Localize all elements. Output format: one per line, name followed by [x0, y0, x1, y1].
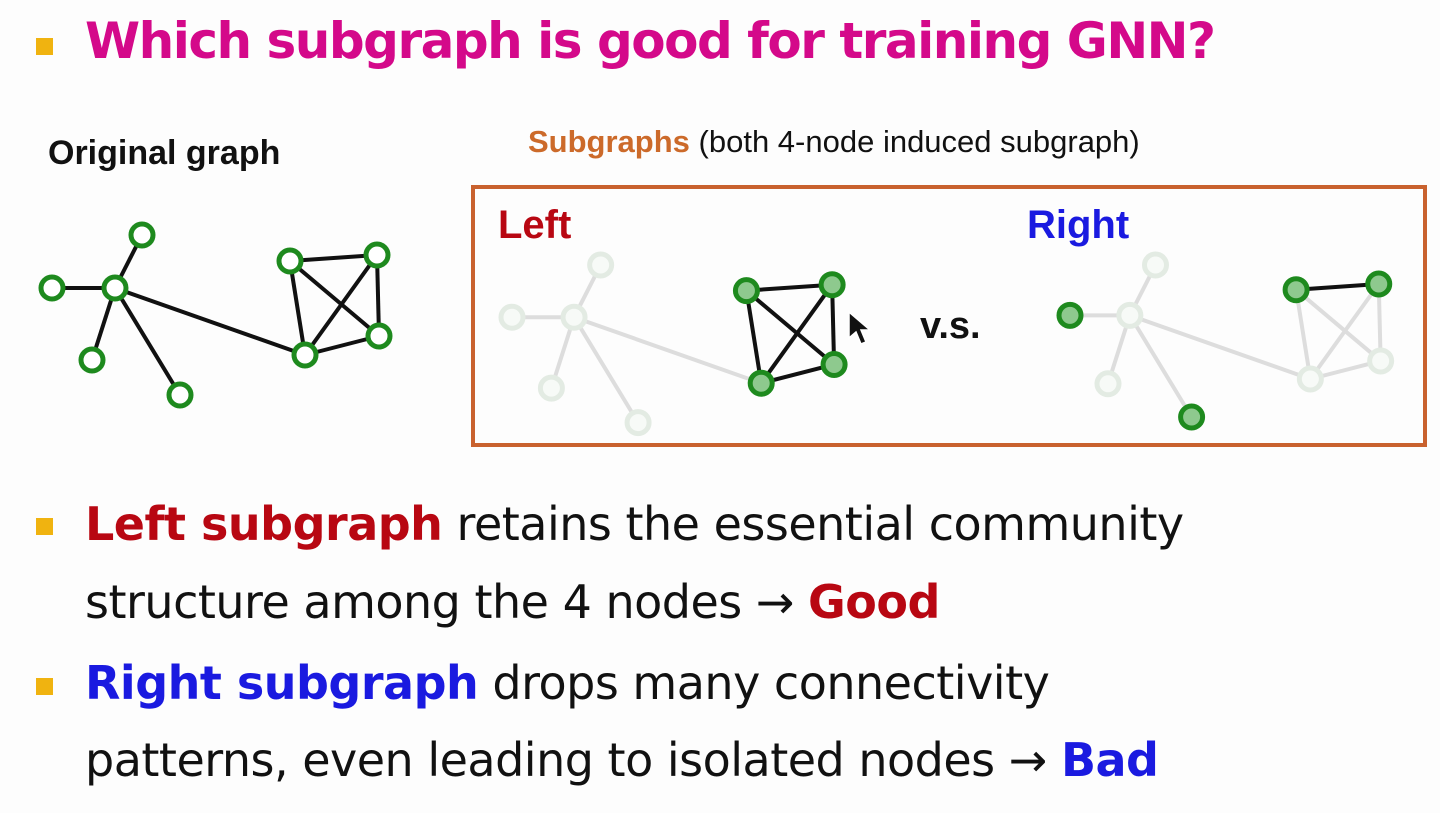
graph-edge	[759, 283, 834, 385]
bullet-1-line-2: structure among the 4 nodes → Good	[85, 575, 940, 629]
graph-node	[1094, 370, 1122, 398]
bullet-2-line-1: Right subgraph drops many connectivity	[85, 656, 1050, 710]
bullet-1-line-1: Left subgraph retains the essential comm…	[85, 497, 1184, 551]
mouse-cursor-icon	[848, 310, 873, 345]
bad-verdict: Bad	[1060, 733, 1159, 787]
graph-edge	[573, 315, 762, 386]
graph-node	[732, 277, 760, 305]
graph-node	[1296, 365, 1324, 393]
graph-node	[363, 241, 391, 269]
bullet-1-lead: Left subgraph	[85, 497, 443, 551]
page-title: Which subgraph is good for training GNN?	[85, 12, 1216, 70]
graph-node	[747, 369, 775, 397]
graph-node	[1178, 403, 1206, 431]
graph-node	[1367, 347, 1395, 375]
graph-edge	[303, 253, 379, 357]
graph-edge	[289, 253, 378, 263]
bullet-1-text-2: structure among the 4 nodes →	[85, 575, 809, 629]
graph-node	[128, 221, 156, 249]
graph-edge	[744, 290, 764, 384]
graph-edge	[572, 316, 640, 424]
subgraphs-heading: Subgraphs (both 4-node induced subgraph)	[528, 124, 1140, 160]
graph-edge	[745, 289, 836, 367]
graph-node	[587, 251, 615, 279]
graph-node	[1282, 276, 1310, 304]
bullet-2-line-2: patterns, even leading to isolated nodes…	[85, 733, 1159, 787]
graph-node	[820, 350, 848, 378]
graph-node	[624, 409, 652, 437]
graph-node	[1056, 301, 1084, 329]
graph-node	[1116, 301, 1144, 329]
graph-node	[537, 374, 565, 402]
good-verdict: Good	[808, 575, 940, 629]
graph-node	[166, 381, 194, 409]
graph-edge	[113, 286, 182, 397]
title-bullet	[36, 38, 53, 55]
graph-edge	[1129, 313, 1312, 381]
graph-edge	[1295, 282, 1379, 292]
bullet-2-text: drops many connectivity	[478, 656, 1050, 710]
graph-edge	[1308, 282, 1381, 381]
graph-edge	[114, 286, 306, 357]
bullet-2-text-2: patterns, even leading to isolated nodes…	[85, 733, 1061, 787]
graph-edge	[1128, 314, 1194, 419]
subgraphs-box	[471, 185, 1427, 447]
original-graph-label: Original graph	[48, 134, 281, 172]
graph-edge	[1294, 289, 1313, 380]
graph-edge	[288, 260, 307, 356]
right-subgraph-label: Right	[1027, 203, 1130, 247]
graph-node	[276, 247, 304, 275]
graph-node	[1142, 251, 1169, 279]
graph-node	[818, 271, 846, 299]
left-subgraph-label: Left	[498, 203, 572, 247]
graph-node	[1365, 270, 1393, 298]
bullet-2-marker	[36, 678, 53, 695]
subgraphs-heading-label: Subgraphs	[528, 124, 690, 159]
graph-node	[291, 341, 319, 369]
bullet-1-text: retains the essential community	[442, 497, 1185, 551]
versus-label: v.s.	[920, 305, 981, 347]
bullet-2-lead: Right subgraph	[85, 656, 479, 710]
graph-node	[365, 322, 393, 350]
graph-edge	[1294, 288, 1382, 363]
graph-edge	[375, 254, 381, 337]
graph-edge	[288, 259, 381, 338]
graph-node	[38, 274, 66, 302]
graph-node	[101, 274, 129, 302]
bullet-1-marker	[36, 518, 53, 535]
graph-node	[560, 303, 588, 331]
subgraphs-note: (both 4-node induced subgraph)	[698, 124, 1140, 159]
graph-node	[498, 303, 526, 331]
graph-node	[78, 346, 106, 374]
graph-edge	[746, 282, 833, 293]
